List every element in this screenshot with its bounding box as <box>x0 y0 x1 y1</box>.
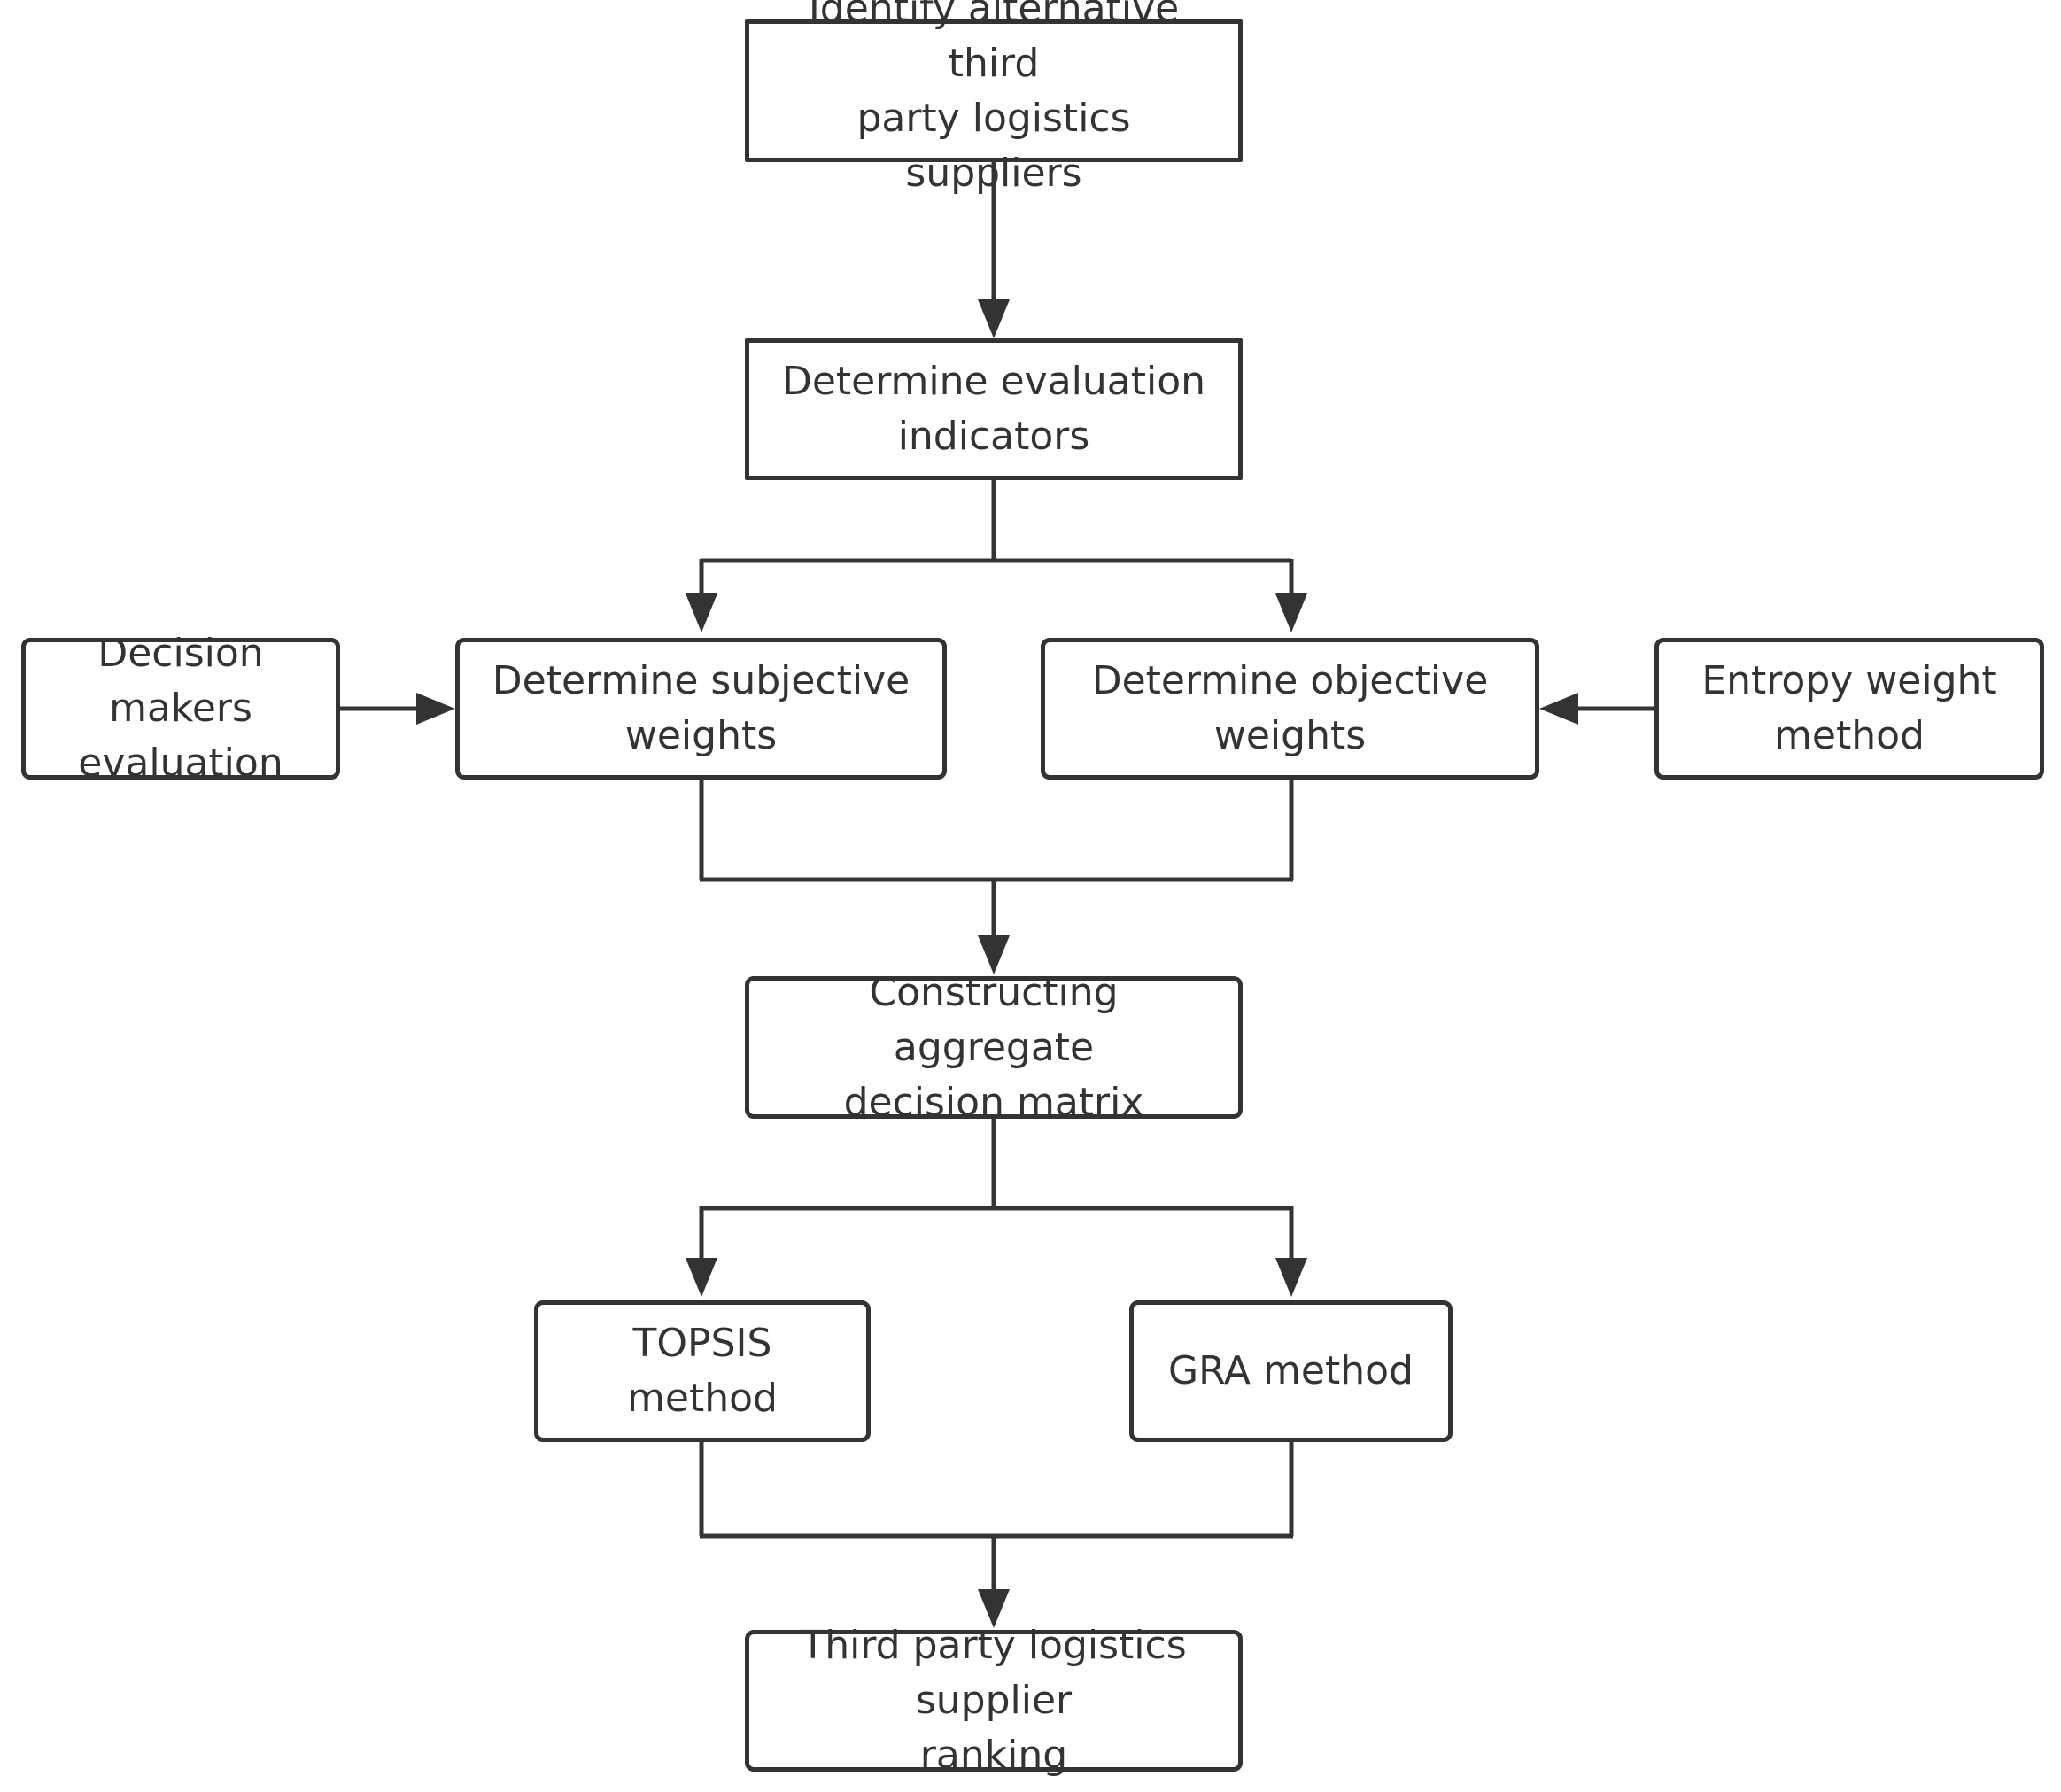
node-text-line: Entropy weight <box>1701 658 1997 703</box>
arrowhead-aggregate <box>978 935 1010 974</box>
node-text-line: method <box>1774 713 1925 758</box>
arrowhead-objective <box>1275 593 1307 632</box>
arrowhead-decision-makers <box>416 693 455 725</box>
node-identify-suppliers: Identify alternative third party logisti… <box>745 0 1243 196</box>
node-evaluation-indicators: Determine evaluation indicators <box>745 338 1243 480</box>
node-text-line: Determine objective weights <box>1091 658 1489 758</box>
node-supplier-ranking-text: Third party logistics supplier ranking <box>765 1618 1222 1783</box>
node-text-line: TOPSIS method <box>627 1321 778 1421</box>
node-aggregate-matrix-text: Constructing aggregate decision matrix <box>765 966 1222 1130</box>
arrowhead-topsis <box>686 1258 717 1297</box>
node-text-line: decision matrix <box>843 1079 1144 1125</box>
node-entropy-weight: Entropy weight method <box>1654 638 2044 780</box>
node-supplier-ranking: Third party logistics supplier ranking <box>745 1623 1243 1778</box>
node-text-line: party logistics suppliers <box>856 95 1131 196</box>
node-topsis-method-text: TOPSIS method <box>554 1316 850 1426</box>
arrowhead-subjective <box>686 593 717 632</box>
node-text-line: evaluation <box>78 741 283 786</box>
arrowhead-gra <box>1275 1258 1307 1297</box>
node-text-line: Determine subjective <box>492 658 910 703</box>
node-entropy-weight-text: Entropy weight method <box>1701 654 1996 764</box>
node-objective-weights-text: Determine objective weights <box>1061 654 1519 764</box>
arrowhead-indicators <box>978 299 1010 338</box>
node-text-line: ranking <box>919 1733 1068 1778</box>
arrowhead-ranking <box>978 1589 1010 1628</box>
node-subjective-weights: Determine subjective weights <box>455 638 947 780</box>
node-identify-suppliers-text: Identify alternative third party logisti… <box>765 0 1222 201</box>
node-text-line: Identify alternative third <box>808 0 1180 86</box>
node-decision-makers-text: Decision makers evaluation <box>42 626 320 791</box>
node-topsis-method: TOPSIS method <box>534 1300 871 1442</box>
node-text-line: indicators <box>897 414 1090 459</box>
arrowhead-entropy <box>1539 693 1578 725</box>
node-text-line: GRA method <box>1168 1348 1414 1393</box>
node-decision-makers: Decision makers evaluation <box>21 631 340 786</box>
node-text-line: Determine evaluation <box>781 359 1206 404</box>
node-text-line: Decision makers <box>97 631 264 731</box>
node-subjective-weights-text: Determine subjective weights <box>492 654 910 764</box>
node-aggregate-matrix: Constructing aggregate decision matrix <box>745 970 1243 1125</box>
node-gra-method: GRA method <box>1129 1300 1453 1442</box>
node-text-line: Third party logistics supplier <box>801 1623 1187 1723</box>
node-evaluation-indicators-text: Determine evaluation indicators <box>782 354 1205 464</box>
node-text-line: weights <box>624 713 778 758</box>
node-objective-weights: Determine objective weights <box>1041 638 1539 780</box>
node-text-line: Constructing aggregate <box>869 969 1119 1070</box>
node-gra-method-text: GRA method <box>1168 1344 1414 1399</box>
